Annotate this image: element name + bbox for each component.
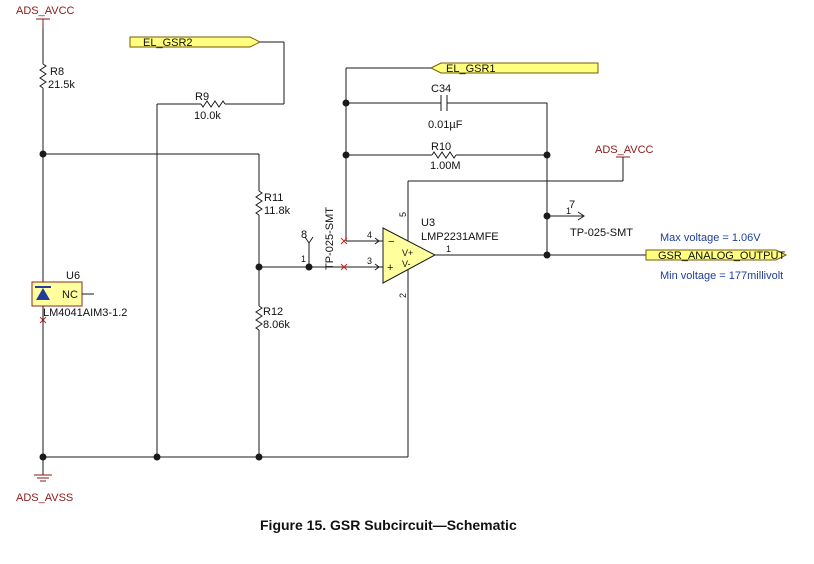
r8-value: 21.5k — [48, 79, 75, 91]
u3-vminus: V- — [402, 259, 411, 269]
u6-nc-label: NC — [62, 289, 78, 301]
c34-ref: C34 — [431, 83, 451, 95]
u3-pin5-number: 5 — [398, 212, 408, 217]
tp8-part: TP-025-SMT — [324, 207, 336, 270]
u3-part: LMP2231AMFE — [421, 231, 499, 243]
gsr-output-label: GSR_ANALOG_OUTPUT — [658, 250, 785, 262]
tp7-part: TP-025-SMT — [570, 227, 633, 239]
tp7-testpoint — [577, 211, 585, 221]
r8-ref: R8 — [50, 66, 64, 78]
r10-resistor — [431, 151, 457, 159]
gsr-output-net-flag — [645, 249, 788, 261]
r9-value: 10.0k — [194, 110, 221, 122]
tp7-ref: 7 — [569, 199, 575, 211]
tp8-pin: 1 — [301, 254, 306, 264]
avcc-power-symbol-left — [36, 18, 50, 28]
u3-plus-sign: + — [387, 262, 393, 274]
u6-reference-diode — [31, 281, 94, 307]
r10-ref: R10 — [431, 141, 451, 153]
u3-pin3-no-connect — [340, 263, 348, 271]
max-voltage-annotation: Max voltage = 1.06V — [660, 232, 761, 244]
u3-pin4-no-connect — [340, 237, 348, 245]
r11-ref: R11 — [264, 192, 283, 204]
u6-ref: U6 — [66, 270, 80, 282]
avcc-label-left: ADS_AVCC — [16, 5, 75, 17]
el-gsr2-net-flag — [129, 36, 262, 48]
el-gsr2-label: EL_GSR2 — [143, 37, 193, 49]
u3-vplus: V+ — [402, 248, 413, 258]
r11-value: 11.8k — [264, 205, 291, 217]
ground-symbol — [34, 474, 52, 482]
min-voltage-annotation: Min voltage = 177millivolt — [660, 270, 783, 282]
r12-value: 8.06k — [263, 319, 290, 331]
junction-dots — [39, 99, 551, 461]
r8-resistor — [39, 63, 47, 89]
c34-capacitor — [440, 95, 448, 111]
tp8-ref: 8 — [301, 229, 307, 241]
tp8-testpoint — [304, 236, 314, 244]
avcc-label-amp: ADS_AVCC — [595, 144, 654, 156]
u3-pin2-number: 2 — [398, 293, 408, 298]
figure-caption: Figure 15. GSR Subcircuit—Schematic — [260, 517, 517, 533]
tp7-pin: 1 — [566, 206, 571, 216]
r10-value: 1.00M — [430, 160, 461, 172]
avss-label: ADS_AVSS — [16, 492, 73, 504]
u3-pin3-number: 3 — [367, 256, 372, 266]
el-gsr1-net-flag — [429, 62, 599, 74]
r12-ref: R12 — [263, 306, 283, 318]
u3-pin4-number: 4 — [367, 230, 372, 240]
u3-opamp — [360, 181, 437, 457]
r9-ref: R9 — [195, 91, 209, 103]
r11-resistor — [255, 190, 263, 216]
u3-minus-sign: − — [388, 236, 394, 248]
r12-resistor — [255, 305, 263, 331]
u6-part: LM4041AIM3-1.2 — [43, 307, 127, 319]
c34-value: 0.01µF — [428, 119, 463, 131]
el-gsr1-label: EL_GSR1 — [446, 63, 496, 75]
r9-resistor — [200, 100, 226, 108]
u3-ref: U3 — [421, 217, 435, 229]
u3-pin1-number: 1 — [446, 244, 451, 254]
